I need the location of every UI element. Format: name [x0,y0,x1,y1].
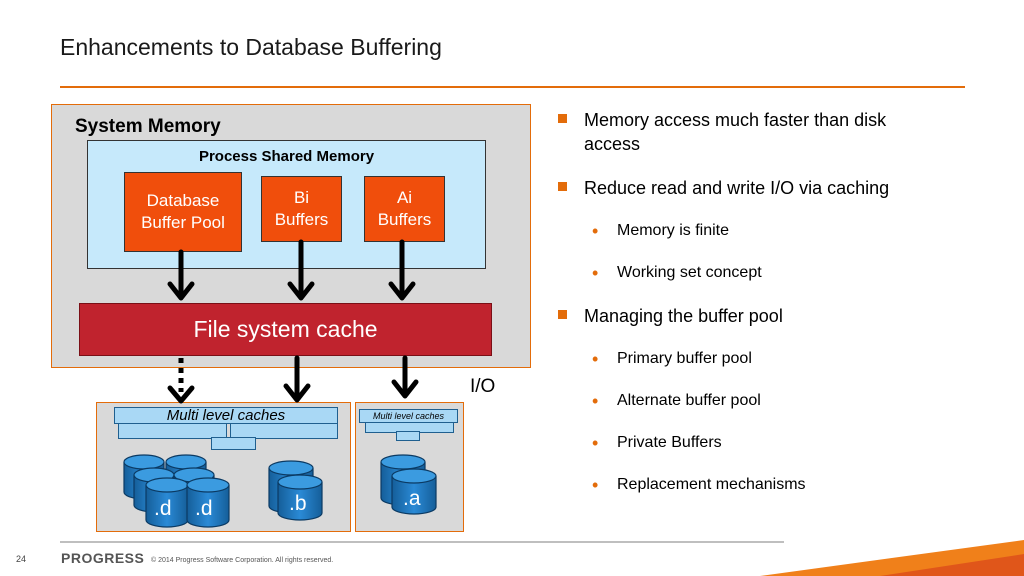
bullet-square-icon [558,114,567,123]
bi-buffers-label: Bi Buffers [274,188,329,229]
io-label: I/O [470,376,496,397]
disk-b-label: .b [289,492,307,515]
io-arrow [391,355,419,399]
arrow-cache-to-storage [283,355,311,403]
cache-bar [396,431,420,441]
disk-a [380,454,437,515]
dotted-arrow-to-storage [167,358,195,404]
sub-bullet-text: Replacement mechanisms [617,476,806,493]
sub-bullet-item: • Private Buffers [555,432,975,454]
bullet-dot-icon: • [592,475,599,495]
arrow-ai-to-cache [388,239,416,301]
copyright-text: © 2014 Progress Software Corporation. Al… [151,557,334,564]
bullet-item: Memory access much faster than disk acce… [555,108,904,156]
disk-d1-label: .d [154,497,172,520]
title-divider [60,86,965,88]
sub-bullet-item: • Working set concept [555,262,975,284]
arrow-dbpool-to-cache [167,249,195,301]
bullet-list: Memory access much faster than disk acce… [555,108,975,496]
cache-bar [211,437,256,450]
slide-number: 24 [16,554,27,564]
sub-bullet-item: • Alternate buffer pool [555,390,975,412]
bullet-item: Managing the buffer pool [555,304,975,328]
ai-buffers-box: Ai Buffers [364,176,445,242]
sub-bullet-text: Primary buffer pool [617,350,752,367]
bullet-item: Reduce read and write I/O via caching [555,176,975,200]
bullet-square-icon [558,182,567,191]
file-system-cache-label: File system cache [193,316,378,342]
slide-title: Enhancements to Database Buffering [60,34,442,60]
footer-orange-swoosh [760,540,1024,576]
sub-bullet-item: • Replacement mechanisms [555,474,975,496]
bi-buffers-box: Bi Buffers [261,176,342,242]
sub-bullet-text: Alternate buffer pool [617,392,761,409]
bullet-dot-icon: • [592,433,599,453]
system-memory-label: System Memory [75,116,221,137]
file-system-cache-box: File system cache [79,303,492,356]
bullet-dot-icon: • [592,263,599,283]
bullet-text: Memory access much faster than disk acce… [584,110,887,154]
database-buffer-pool-box: Database Buffer Pool [124,172,242,252]
bullet-dot-icon: • [592,349,599,369]
bullet-dot-icon: • [592,391,599,411]
disk-a-label: .a [403,487,421,510]
multi-level-caches-label: Multi level caches [114,407,338,424]
multi-level-caches-small-label: Multi level caches [359,409,458,423]
progress-logo: PROGRESS [61,550,145,566]
sub-bullet-item: • Primary buffer pool [555,348,975,370]
bullet-text: Reduce read and write I/O via caching [584,178,890,198]
database-buffer-pool-label: Database Buffer Pool [141,191,225,232]
arrow-bi-to-cache [287,239,315,301]
process-shared-memory-label: Process Shared Memory [198,148,375,165]
sub-bullet-text: Working set concept [617,264,762,281]
sub-bullet-item: • Memory is finite [555,220,975,242]
ai-buffers-label: Ai Buffers [377,188,432,229]
footer-divider [60,541,784,543]
bullet-text: Managing the buffer pool [584,306,783,326]
bullet-square-icon [558,310,567,319]
sub-bullet-text: Memory is finite [617,222,730,239]
bullet-dot-icon: • [592,221,599,241]
disk-d2-label: .d [195,497,213,520]
disk-d1 [145,477,189,528]
disk-d2 [186,477,230,528]
disk-b [268,460,323,521]
sub-bullet-text: Private Buffers [617,434,722,451]
